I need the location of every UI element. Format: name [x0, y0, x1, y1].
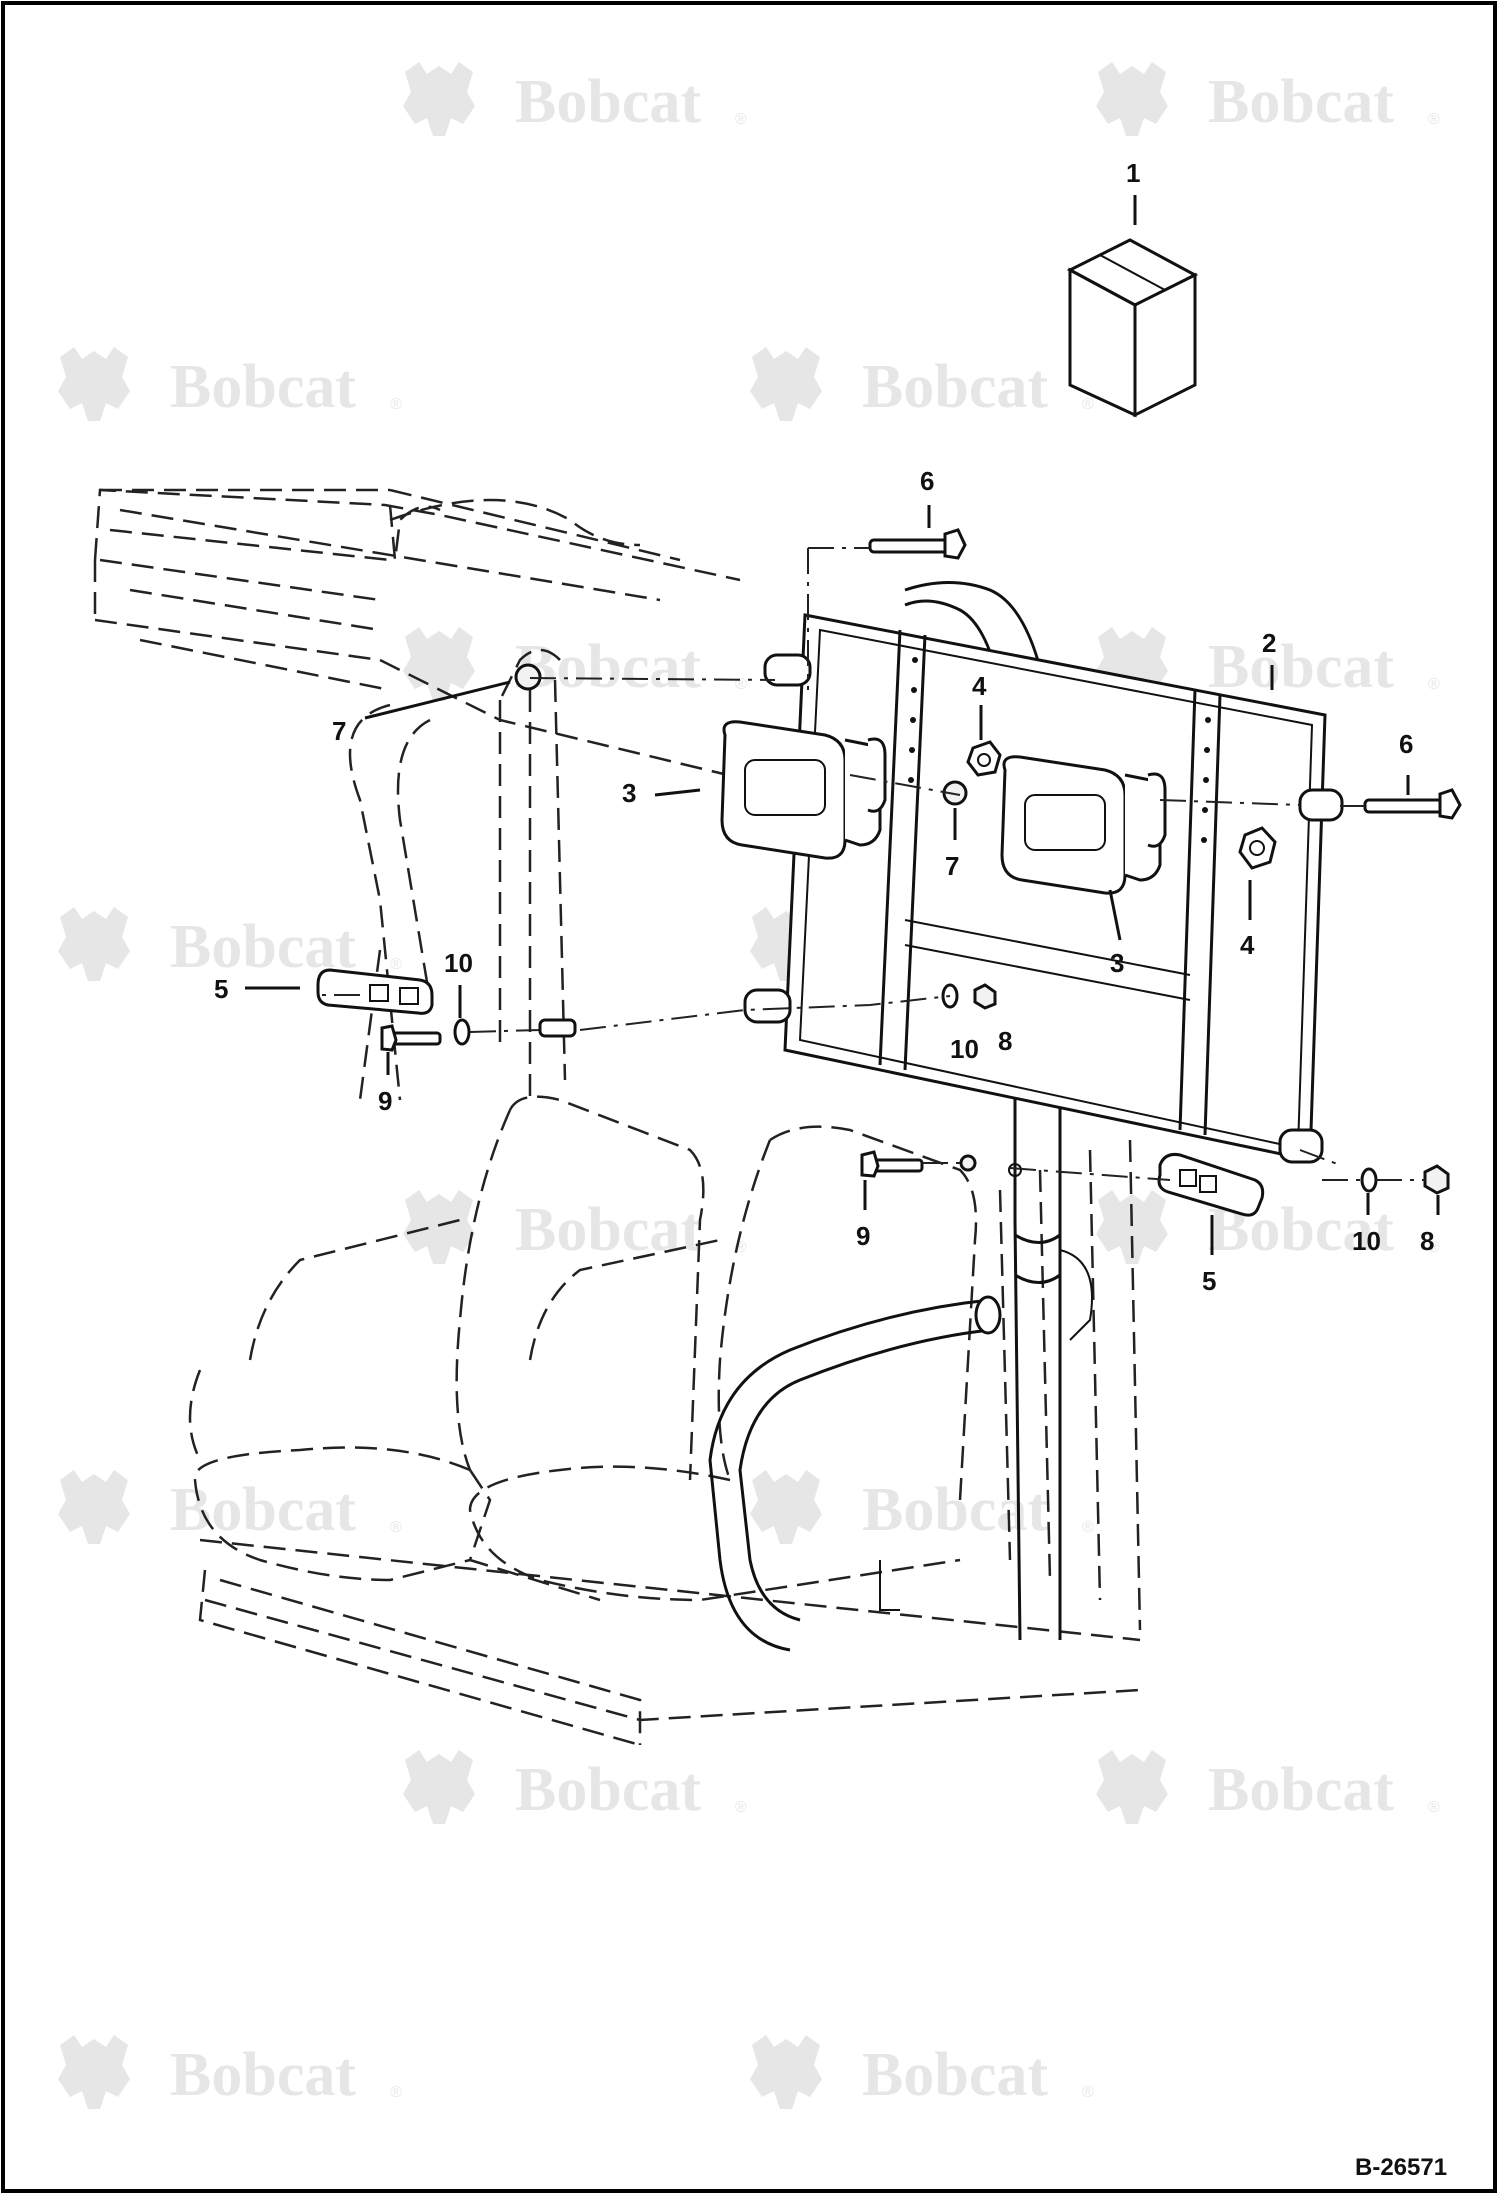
svg-text:Bobcat: Bobcat [170, 1476, 356, 1544]
svg-text:Bobcat: Bobcat [170, 353, 356, 421]
svg-text:Bobcat: Bobcat [515, 1196, 701, 1264]
svg-text:Bobcat: Bobcat [1208, 633, 1394, 701]
bobcat-logo-watermark: Bobcat ® [403, 627, 747, 701]
washer-part-10-right [1360, 1167, 1378, 1193]
nut-part-8-center [973, 983, 997, 1010]
svg-text:®: ® [1082, 2084, 1094, 2101]
callout-6: 6 [920, 466, 934, 496]
svg-text:®: ® [735, 676, 747, 693]
callout-5: 5 [214, 974, 228, 1004]
nut-part-8-right [1423, 1164, 1450, 1195]
bobcat-logo-watermark: Bobcat ® [58, 2035, 402, 2109]
callout-6: 6 [1399, 729, 1413, 759]
callout-2: 2 [1262, 628, 1276, 658]
svg-text:Bobcat: Bobcat [862, 2041, 1048, 2109]
bobcat-logo-watermark: Bobcat ® [750, 347, 1094, 421]
callout-5: 5 [1202, 1266, 1216, 1296]
seats-phantom [188, 1095, 978, 1747]
svg-text:Bobcat: Bobcat [862, 353, 1048, 421]
washer-part-10-left [453, 1018, 471, 1046]
svg-text:®: ® [1428, 1239, 1440, 1256]
frame-hole [1008, 1163, 1022, 1177]
callout-7: 7 [332, 716, 346, 746]
svg-text:®: ® [1428, 111, 1440, 128]
callout-10: 10 [444, 948, 473, 978]
mounting-frame-part-2 [743, 613, 1344, 1164]
callout-leaders [245, 195, 1440, 1255]
svg-text:®: ® [1428, 1799, 1440, 1816]
bobcat-logo-watermark: Bobcat ® [1096, 62, 1440, 136]
roof-frame-phantom [93, 488, 1142, 1722]
work-light-part-3-left [720, 720, 887, 860]
callout-10: 10 [1352, 1226, 1381, 1256]
callout-9: 9 [856, 1221, 870, 1251]
svg-text:Bobcat: Bobcat [1208, 68, 1394, 136]
nut-part-7-left [514, 663, 542, 691]
bolt-part-9-right [860, 1150, 924, 1178]
bobcat-logo-watermark: Bobcat ® [58, 1470, 402, 1544]
nut-small-center [959, 1154, 977, 1172]
callout-4: 4 [1240, 930, 1255, 960]
svg-text:®: ® [390, 2084, 402, 2101]
svg-text:Bobcat: Bobcat [515, 68, 701, 136]
bobcat-logo-watermark: Bobcat ® [750, 2035, 1094, 2109]
kit-box-part-1 [1066, 238, 1199, 418]
callout-10: 10 [950, 1034, 979, 1064]
svg-text:®: ® [735, 1799, 747, 1816]
bobcat-logo-watermark: Bobcat ® [403, 62, 747, 136]
clamp-part-5-left [316, 968, 434, 1015]
bobcat-logo-watermark: Bobcat ® [403, 1750, 747, 1824]
callout-4: 4 [972, 671, 987, 701]
bobcat-logo-watermark: Bobcat ® [58, 347, 402, 421]
svg-text:®: ® [735, 111, 747, 128]
work-light-part-3-right [1000, 755, 1167, 895]
svg-text:Bobcat: Bobcat [862, 1476, 1048, 1544]
svg-text:Bobcat: Bobcat [170, 2041, 356, 2109]
svg-text:®: ® [1082, 1519, 1094, 1536]
bolt-part-6-top [868, 528, 967, 560]
clamp-part-5-right [1157, 1153, 1265, 1217]
bobcat-logo-watermark: Bobcat ® [1096, 627, 1440, 701]
assembly-center-lines [318, 547, 1425, 1181]
callout-3: 3 [1110, 948, 1124, 978]
svg-text:®: ® [390, 1519, 402, 1536]
bolt-part-9-left [380, 1024, 442, 1052]
drawing-number: B-26571 [1355, 2154, 1447, 2181]
svg-text:®: ® [390, 956, 402, 973]
callout-9: 9 [378, 1086, 392, 1116]
knob-part-4-right [1238, 826, 1277, 870]
svg-text:®: ® [1428, 676, 1440, 693]
callout-labels: 1 6 2 4 7 6 3 7 4 3 10 5 10 8 9 9 10 8 5 [214, 158, 1434, 1296]
callout-1: 1 [1126, 158, 1140, 188]
svg-text:Bobcat: Bobcat [1208, 1756, 1394, 1824]
svg-text:Bobcat: Bobcat [515, 633, 701, 701]
callout-8: 8 [998, 1026, 1012, 1056]
callout-3: 3 [622, 778, 636, 808]
bobcat-logo-watermark: Bobcat ® [1096, 1750, 1440, 1824]
svg-text:®: ® [390, 396, 402, 413]
svg-text:Bobcat: Bobcat [515, 1756, 701, 1824]
svg-text:®: ® [1082, 396, 1094, 413]
knob-part-4-upper [966, 740, 1002, 777]
callout-7: 7 [945, 851, 959, 881]
callout-8: 8 [1420, 1226, 1434, 1256]
bobcat-logo-watermark: Bobcat® [403, 1190, 747, 1264]
